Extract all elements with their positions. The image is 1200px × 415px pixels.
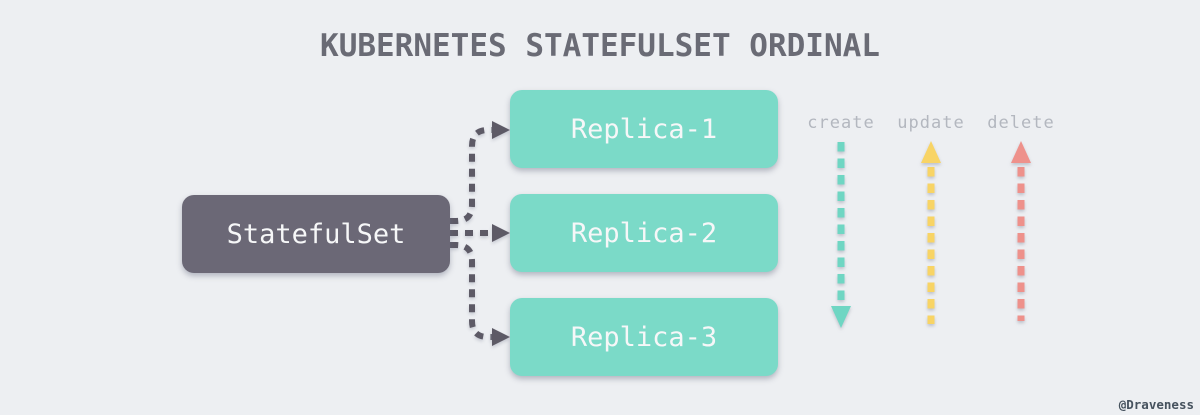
author-watermark: @Draveness xyxy=(1118,397,1194,412)
replica-1-node: Replica-1 xyxy=(510,90,778,168)
replica-3-label: Replica-3 xyxy=(570,321,718,353)
arrowhead-replica-3-icon xyxy=(492,328,510,346)
replica-3-node: Replica-3 xyxy=(510,298,778,376)
diagram-title: KUBERNETES STATEFULSET ORDINAL xyxy=(320,28,880,64)
connector-to-replica-1 xyxy=(450,127,492,224)
operation-arrowheads xyxy=(831,141,1031,328)
operation-lines xyxy=(837,142,1025,324)
connector-to-replica-3 xyxy=(450,242,492,340)
replica-1-label: Replica-1 xyxy=(570,113,718,145)
delete-label: delete xyxy=(987,113,1055,133)
statefulset-node: StatefulSet xyxy=(182,195,450,273)
update-label: update xyxy=(897,113,965,133)
statefulset-label: StatefulSet xyxy=(226,218,406,250)
connector-arrowheads xyxy=(492,121,510,346)
delete-up-arrowhead-icon xyxy=(1011,141,1031,163)
replica-2-node: Replica-2 xyxy=(510,194,778,272)
connector-group xyxy=(450,127,492,340)
update-up-arrowhead-icon xyxy=(921,141,941,163)
arrowhead-replica-2-icon xyxy=(492,224,510,242)
create-label: create xyxy=(807,113,875,133)
create-down-arrowhead-icon xyxy=(831,306,851,328)
arrowhead-replica-1-icon xyxy=(492,121,510,139)
replica-2-label: Replica-2 xyxy=(570,217,718,249)
